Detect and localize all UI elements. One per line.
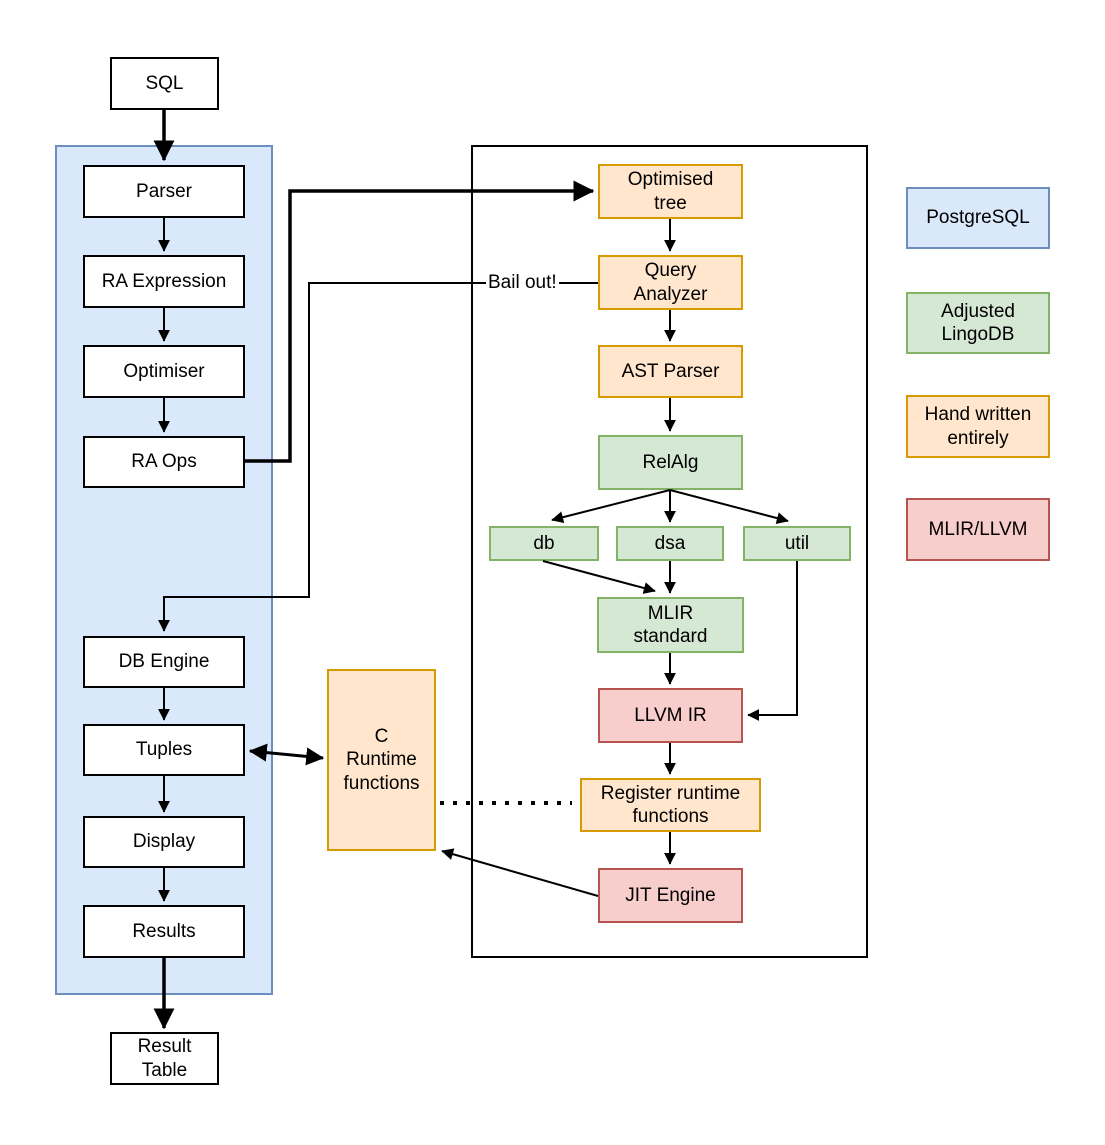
legend-mlir-llvm: MLIR/LLVM (906, 498, 1050, 561)
node-ra-expression: RA Expression (83, 255, 245, 308)
node-tuples: Tuples (83, 724, 245, 776)
node-ra-ops: RA Ops (83, 436, 245, 488)
node-ast-parser: AST Parser (598, 345, 743, 398)
node-query-analyzer: Query Analyzer (598, 255, 743, 310)
node-optimised-tree: Optimised tree (598, 164, 743, 219)
node-jit-engine: JIT Engine (598, 868, 743, 923)
node-llvm-ir: LLVM IR (598, 688, 743, 743)
node-sql: SQL (110, 57, 219, 110)
node-relalg: RelAlg (598, 435, 743, 490)
node-dsa-dialect: dsa (616, 526, 724, 561)
node-db-dialect: db (489, 526, 599, 561)
node-results: Results (83, 905, 245, 958)
node-register-runtime-functions: Register runtime functions (580, 778, 761, 832)
node-mlir-standard: MLIR standard (597, 597, 744, 653)
legend-adjusted-lingodb: Adjusted LingoDB (906, 292, 1050, 354)
node-db-engine: DB Engine (83, 636, 245, 688)
node-display: Display (83, 816, 245, 868)
legend-hand-written: Hand written entirely (906, 395, 1050, 458)
node-util-dialect: util (743, 526, 851, 561)
node-parser: Parser (83, 165, 245, 218)
bail-out-label: Bail out! (486, 271, 559, 295)
legend-postgresql: PostgreSQL (906, 187, 1050, 249)
node-result-table: Result Table (110, 1032, 219, 1085)
node-c-runtime-functions: C Runtime functions (327, 669, 436, 851)
node-optimiser: Optimiser (83, 345, 245, 398)
